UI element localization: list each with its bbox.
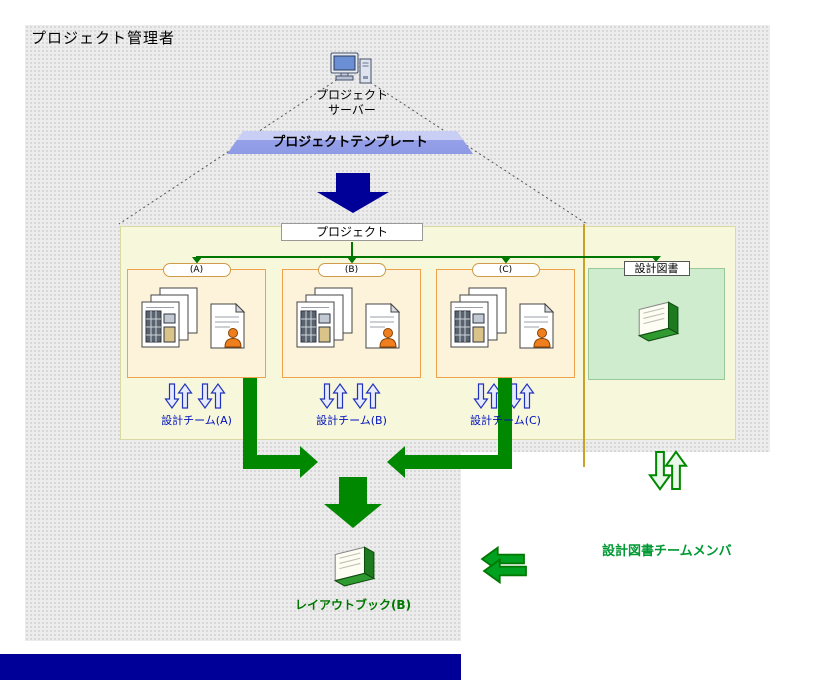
project-template-banner-label: プロジェクトテンプレート — [272, 135, 428, 150]
send-receive-arrows — [481, 546, 527, 584]
team-tab-a: (A) — [162, 263, 231, 277]
design-documents-label: 設計図書 — [623, 261, 690, 276]
project-server-icon — [330, 52, 374, 86]
document-user-icon — [210, 303, 246, 349]
documents-sync-arrows — [648, 450, 688, 491]
document-user-icon — [365, 303, 401, 349]
project-box-label: プロジェクト — [281, 223, 423, 241]
team-tab-c: (C) — [471, 263, 540, 277]
project-template-banner: プロジェクトテンプレート — [227, 131, 473, 154]
page-title: プロジェクト管理者 — [31, 29, 176, 47]
document-stack-icon — [450, 287, 508, 349]
document-stack-icon — [141, 287, 199, 349]
permission-divider-line — [583, 224, 585, 467]
team-tab-b: (B) — [317, 263, 386, 277]
project-server-label: プロジェクト サーバー — [290, 88, 414, 118]
layout-book-label: レイアウトブック(B) — [294, 598, 412, 612]
project-server-label-line1: プロジェクト — [315, 88, 388, 102]
project-server-label-line2: サーバー — [328, 103, 376, 117]
team-label-a: 設計チーム(A) — [161, 414, 232, 427]
document-stack-icon — [296, 287, 354, 349]
design-documents-box: 設計図書 — [588, 261, 725, 380]
team-label-c: 設計チーム(C) — [470, 414, 541, 427]
team-box-c: (C) — [436, 263, 575, 378]
team-label-b: 設計チーム(B) — [316, 414, 387, 427]
bottom-bar — [0, 654, 461, 680]
layout-book-icon — [632, 297, 682, 343]
layout-book-icon — [328, 542, 378, 588]
document-user-icon — [519, 303, 555, 349]
team-box-a: (A) — [127, 263, 266, 378]
team-member-label: 設計図書チームメンバ — [602, 544, 732, 559]
team-box-b: (B) — [282, 263, 421, 378]
